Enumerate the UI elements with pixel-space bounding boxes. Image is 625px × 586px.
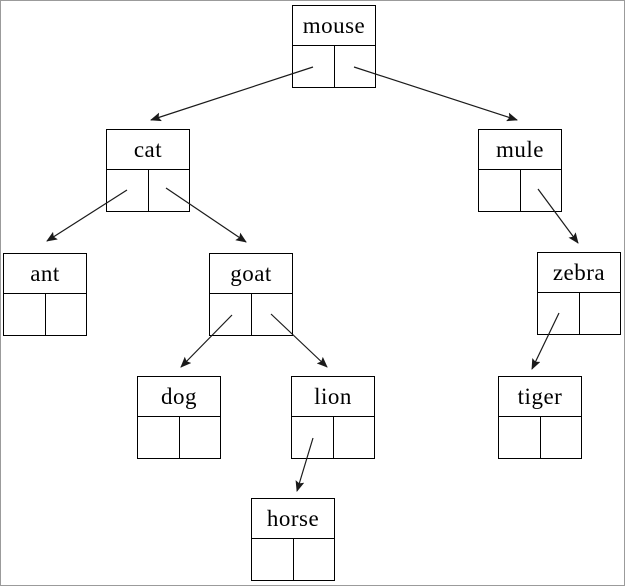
node-label-lion: lion	[292, 377, 374, 417]
node-label-zebra: zebra	[538, 253, 620, 293]
node-pointer-cells	[293, 45, 376, 88]
node-label-tiger: tiger	[499, 377, 581, 417]
right-pointer-cell-zebra	[580, 293, 621, 335]
right-pointer-cell-dog	[180, 417, 221, 459]
tree-node-horse: horse	[251, 498, 335, 581]
right-pointer-cell-mule	[521, 170, 562, 212]
node-label-ant: ant	[4, 254, 86, 294]
right-pointer-cell-ant	[46, 294, 87, 336]
tree-node-goat: goat	[209, 253, 293, 336]
node-pointer-cells	[107, 169, 190, 212]
right-pointer-cell-tiger	[541, 417, 582, 459]
left-pointer-cell-goat	[210, 293, 252, 335]
right-pointer-cell-goat	[252, 294, 293, 336]
left-pointer-cell-ant	[4, 293, 46, 335]
right-pointer-cell-horse	[294, 539, 335, 581]
tree-node-dog: dog	[137, 376, 221, 459]
node-pointer-cells	[479, 169, 562, 212]
tree-node-mule: mule	[478, 129, 562, 212]
node-label-cat: cat	[107, 130, 189, 170]
node-pointer-cells	[292, 416, 375, 459]
left-pointer-cell-dog	[138, 416, 180, 458]
tree-node-zebra: zebra	[537, 252, 621, 335]
left-pointer-cell-mule	[479, 169, 521, 211]
node-label-goat: goat	[210, 254, 292, 294]
left-pointer-cell-tiger	[499, 416, 541, 458]
node-label-mule: mule	[479, 130, 561, 170]
node-label-dog: dog	[138, 377, 220, 417]
node-pointer-cells	[499, 416, 582, 459]
node-pointer-cells	[4, 293, 87, 336]
tree-node-lion: lion	[291, 376, 375, 459]
left-pointer-cell-zebra	[538, 292, 580, 334]
node-label-horse: horse	[252, 499, 334, 539]
tree-node-cat: cat	[106, 129, 190, 212]
node-pointer-cells	[252, 538, 335, 581]
right-pointer-cell-lion	[334, 417, 375, 459]
node-pointer-cells	[538, 292, 621, 335]
edge-mouse-right-mule	[353, 66, 518, 122]
right-pointer-cell-cat	[149, 170, 190, 212]
tree-node-tiger: tiger	[498, 376, 582, 459]
left-pointer-cell-cat	[107, 169, 149, 211]
left-pointer-cell-horse	[252, 538, 294, 580]
right-pointer-cell-mouse	[335, 46, 376, 88]
node-label-mouse: mouse	[293, 6, 375, 46]
tree-node-mouse: mouse	[292, 5, 376, 88]
left-pointer-cell-lion	[292, 416, 334, 458]
edge-mouse-left-cat	[150, 66, 314, 122]
node-pointer-cells	[138, 416, 221, 459]
node-pointer-cells	[210, 293, 293, 336]
tree-node-ant: ant	[3, 253, 87, 336]
left-pointer-cell-mouse	[293, 45, 335, 87]
